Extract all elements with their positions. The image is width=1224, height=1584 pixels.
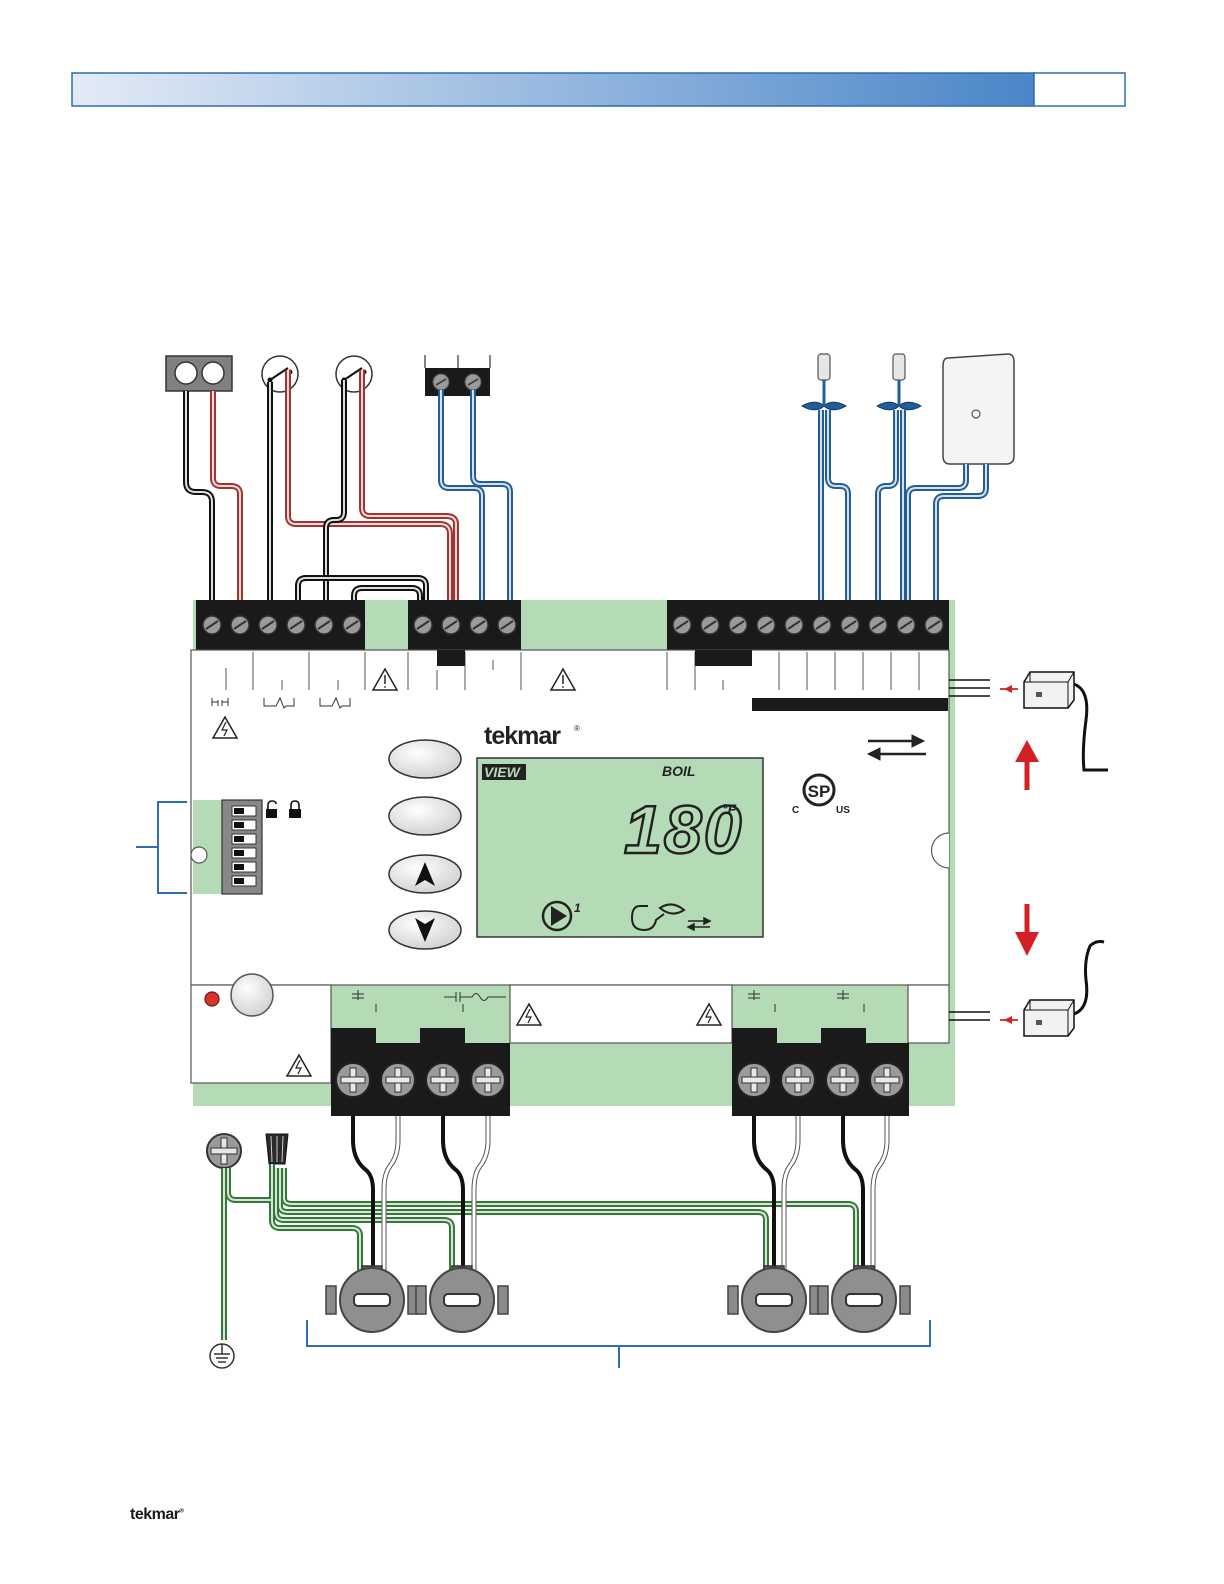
terminal-strip-middle: [408, 600, 521, 650]
footer-reg-mark: ®: [179, 1509, 183, 1515]
svg-text:°F: °F: [722, 801, 737, 817]
wires-top-left: [186, 370, 510, 612]
down-arrow-icon: [1015, 904, 1039, 956]
header-bar: [72, 73, 1125, 106]
pump-2: [416, 1266, 508, 1332]
temperature-sensor-1: [802, 354, 846, 410]
temperature-sensor-2: [877, 354, 921, 410]
pump-1: [326, 1266, 418, 1332]
boiler-terminal-block: [425, 355, 490, 396]
up-button[interactable]: [389, 855, 461, 893]
item-button[interactable]: [389, 797, 461, 835]
pump-3: [728, 1266, 820, 1332]
svg-text:C: C: [792, 805, 799, 816]
svg-text:SP: SP: [808, 782, 831, 801]
wire-nut: [266, 1134, 288, 1164]
status-led: [205, 992, 219, 1006]
svg-text:tekmar: tekmar: [484, 722, 561, 750]
pump-4: [818, 1266, 910, 1332]
ground-screw: [207, 1134, 241, 1168]
svg-text:BOIL: BOIL: [662, 763, 695, 779]
footer-logo: tekmar®: [130, 1506, 183, 1524]
test-button[interactable]: [231, 974, 273, 1016]
dip-switch-block[interactable]: [191, 800, 262, 894]
svg-text:VIEW: VIEW: [484, 764, 522, 780]
footer-brand: tekmar: [130, 1506, 179, 1523]
pumps-bracket: [307, 1320, 930, 1368]
menu-button[interactable]: [389, 740, 461, 778]
lcd-display: VIEW BOIL 180 °F 1: [477, 758, 763, 937]
up-arrow-icon: [1015, 740, 1039, 790]
svg-text:®: ®: [574, 724, 580, 733]
dip-switch-bracket: [136, 802, 187, 893]
down-button[interactable]: [389, 911, 461, 949]
network-cable-bottom: [949, 942, 1104, 1037]
ground-icon: [210, 1344, 234, 1368]
outdoor-sensor: [943, 354, 1014, 464]
svg-text:US: US: [836, 805, 850, 816]
terminal-strip-left: [196, 600, 365, 650]
terminal-strip-right: [667, 600, 949, 650]
power-terminal-block: [166, 356, 232, 391]
svg-text:1: 1: [574, 901, 581, 915]
